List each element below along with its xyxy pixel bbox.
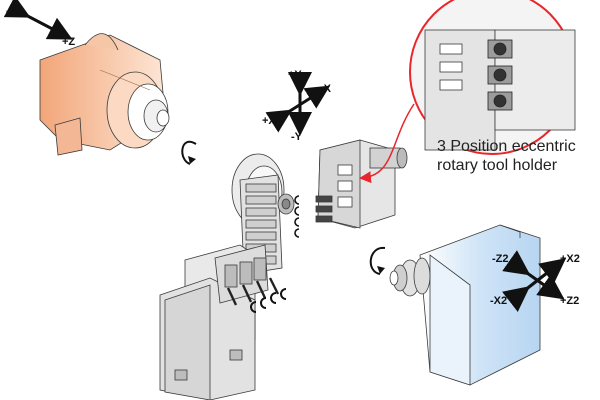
main-spindle xyxy=(39,33,170,156)
callout-magnifier xyxy=(359,0,576,184)
axis-label-neg-y: -Y xyxy=(291,131,303,143)
axis-xy-cross: +Y -Y +X -X xyxy=(262,69,332,143)
rotation-arrow-sub-head-icon xyxy=(377,266,385,274)
axis-z-arrow: -Z +Z xyxy=(3,0,75,48)
rotation-arrow-sub-icon xyxy=(369,246,386,275)
axis-label-pos-y: +Y xyxy=(288,69,302,81)
axis-label-pos-x: +X xyxy=(262,115,276,127)
axis-label-neg-x: -X xyxy=(320,83,332,95)
axis-label-neg-z: -Z xyxy=(6,5,17,17)
axis-label-pos-z2: +Z2 xyxy=(560,295,579,307)
axis-label-pos-z: +Z xyxy=(62,36,75,48)
rotary-tool-holder xyxy=(315,139,408,229)
axis-label-neg-z2: -Z2 xyxy=(492,253,509,265)
turret-tool-marks xyxy=(294,195,300,238)
callout-caption-line1: 3 Position eccentric xyxy=(437,138,576,155)
axis-z2-x2-cross: -Z2 +X2 -X2 +Z2 xyxy=(490,250,580,312)
axis-label-pos-x2: +X2 xyxy=(560,253,580,265)
rotation-arrow-head-icon xyxy=(188,156,196,164)
tool-column-base xyxy=(159,244,280,400)
sub-spindle xyxy=(389,224,541,386)
callout-caption-line2: rotary tool holder xyxy=(437,157,558,174)
axis-label-neg-x2: -X2 xyxy=(490,295,507,307)
lower-tool-marks xyxy=(250,288,287,313)
rotation-arrow-icon xyxy=(181,140,197,165)
